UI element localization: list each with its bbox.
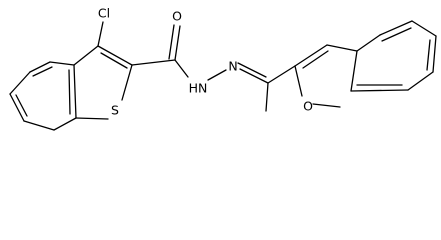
chlorine-label: Cl xyxy=(98,6,110,21)
benzofuran-furan-ring xyxy=(294,44,358,108)
atom-label-imine-nitrogen: N xyxy=(228,59,237,74)
carboxamide-group xyxy=(131,24,189,78)
benzothiophene-thiophene-ring xyxy=(73,45,133,120)
atom-label-furan-oxygen: O xyxy=(303,99,313,114)
structure-drawing: Cl O S HN N O xyxy=(9,6,437,131)
atom-label-chlorine: Cl xyxy=(98,6,110,21)
carbonyl-oxygen-label: O xyxy=(172,9,182,24)
benzofuran-benzene-ring xyxy=(350,20,437,92)
molecule-canvas: Cl O S HN N O xyxy=(9,6,437,131)
atom-label-carbonyl-oxygen: O xyxy=(172,9,182,24)
atom-label-thiophene-sulfur: S xyxy=(111,103,119,118)
imine-nitrogen-label: N xyxy=(228,59,237,74)
atom-label-hydrazide-nh: HN xyxy=(189,81,208,96)
furan-oxygen-label: O xyxy=(303,99,313,114)
hydrazide-nh-label: HN xyxy=(189,81,208,96)
hydrazone-linkage xyxy=(207,62,296,112)
c-cl-bond xyxy=(97,21,104,47)
thiophene-sulfur-label: S xyxy=(111,103,119,118)
benzothiophene-benzene-ring xyxy=(9,61,77,131)
